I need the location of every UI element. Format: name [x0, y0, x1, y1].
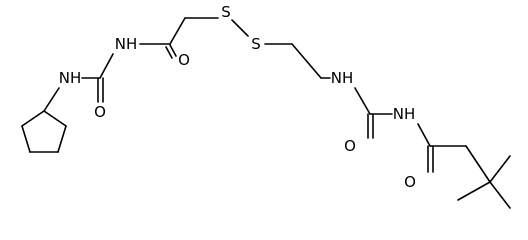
molecule-drawing: NH NH O O S S NH NH O O — [21, 3, 511, 209]
atom-s: S — [251, 35, 261, 53]
bond — [489, 155, 511, 183]
bond — [169, 17, 186, 45]
atom-o: O — [404, 173, 416, 191]
double-bond — [165, 46, 173, 59]
bond — [43, 87, 60, 112]
bond — [21, 110, 45, 127]
cyclopentyl-ring — [21, 110, 67, 153]
bond — [489, 181, 511, 209]
bond — [291, 43, 322, 79]
bond — [21, 125, 31, 153]
atom-o: O — [344, 137, 356, 155]
double-bond — [169, 44, 177, 57]
bond — [231, 19, 249, 37]
bond — [99, 53, 114, 79]
atom-nh: NH — [59, 69, 82, 87]
atom-nh: NH — [115, 35, 138, 53]
atom-nh: NH — [393, 105, 416, 123]
atom-nh: NH — [331, 69, 354, 87]
structure-diagram: NH NH O O S S NH NH O O — [21, 3, 511, 209]
bond — [43, 110, 67, 127]
bond — [465, 145, 491, 183]
atom-s: S — [221, 3, 231, 21]
atom-o: O — [94, 103, 106, 121]
bond — [57, 125, 67, 153]
bond — [457, 181, 491, 201]
bond — [354, 87, 371, 115]
atom-o: O — [178, 51, 190, 69]
bond — [417, 123, 431, 147]
